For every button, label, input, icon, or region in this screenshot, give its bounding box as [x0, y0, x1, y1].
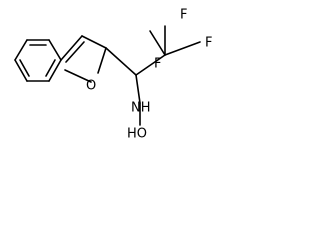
side-chain [105, 25, 201, 126]
hydroxyl-label: HO [127, 127, 147, 142]
amine-label: NH [131, 101, 151, 116]
furan-ring [60, 35, 107, 83]
chemical-structure: F F F O NH HO [14, 8, 212, 142]
oxygen-label: O [86, 79, 96, 94]
benzene-ring [14, 39, 62, 82]
fluorine-label-top: F [180, 8, 187, 23]
fluorine-label-left: F [154, 57, 161, 72]
fluorine-label-right: F [205, 36, 212, 51]
